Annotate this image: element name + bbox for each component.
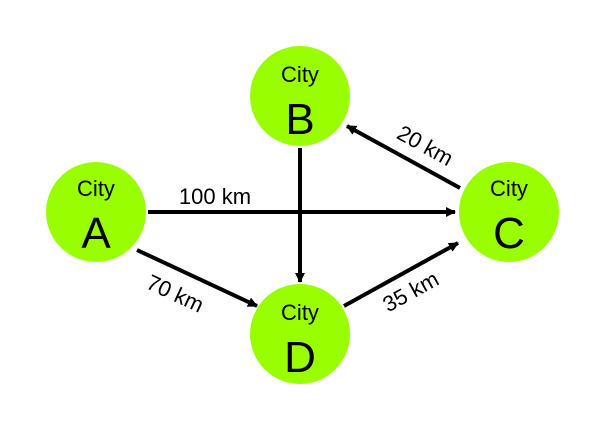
node-city-b: City B bbox=[250, 46, 350, 146]
node-circle-a bbox=[46, 162, 146, 262]
edge-d-c bbox=[343, 241, 459, 308]
node-city-d: City D bbox=[250, 284, 350, 384]
edges bbox=[136, 124, 461, 308]
node-caption-d: City bbox=[281, 300, 319, 325]
node-letter-b: B bbox=[285, 95, 314, 144]
node-caption-b: City bbox=[281, 62, 319, 87]
edge-label-a-c: 100 km bbox=[179, 184, 251, 209]
node-caption-c: City bbox=[490, 176, 528, 201]
node-circle-b bbox=[250, 46, 350, 146]
node-city-c: City C bbox=[459, 162, 559, 262]
edge-a-d bbox=[136, 248, 258, 308]
node-city-a: City A bbox=[46, 162, 146, 262]
node-letter-a: A bbox=[81, 209, 111, 258]
node-letter-c: C bbox=[493, 209, 525, 258]
node-letter-d: D bbox=[284, 333, 316, 382]
node-caption-a: City bbox=[77, 176, 115, 201]
node-circle-d bbox=[250, 284, 350, 384]
edge-label-c-b: 20 km bbox=[393, 120, 458, 171]
edge-label-d-c: 35 km bbox=[378, 266, 443, 317]
node-circle-c bbox=[459, 162, 559, 262]
edge-c-b bbox=[346, 124, 461, 190]
